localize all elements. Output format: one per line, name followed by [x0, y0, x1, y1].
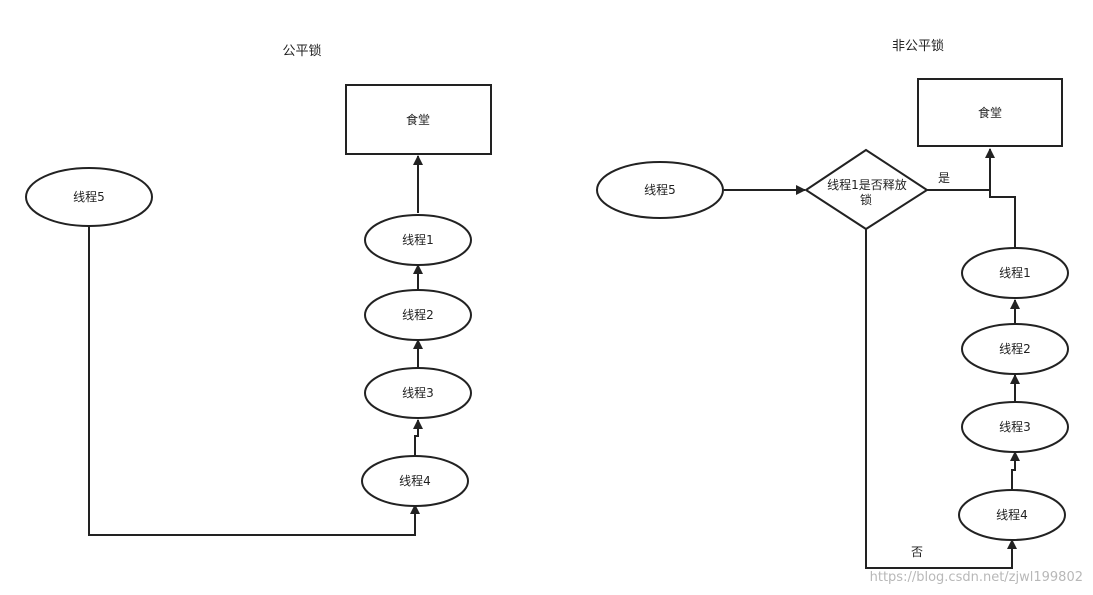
unfair-canteen-node: 食堂 [917, 78, 1063, 147]
decision-label-line1: 线程1是否释放 [827, 177, 907, 192]
fair-thread4-label: 线程4 [399, 473, 431, 488]
decision-node: 线程1是否释放 锁 [804, 148, 929, 231]
fair-lock-title: 公平锁 [282, 43, 321, 59]
unfair-thread2-label: 线程2 [999, 341, 1031, 356]
unfair-thread1-node: 线程1 [961, 247, 1069, 299]
unfair-thread5-label: 线程5 [644, 182, 676, 197]
fair-canteen-label: 食堂 [406, 112, 430, 127]
fair-thread1-label: 线程1 [402, 232, 434, 247]
unfair-thread1-label: 线程1 [999, 265, 1031, 280]
unfair-thread5-node: 线程5 [596, 161, 724, 219]
unfair-lock-diagram: 非公平锁 是 否 食堂 线程1是否释放 锁 线程1 线程2 [596, 38, 1069, 569]
unfair-thread4-node: 线程4 [958, 489, 1066, 541]
fair-thread1-node: 线程1 [364, 214, 472, 266]
unfair-thread3-node: 线程3 [961, 401, 1069, 453]
fair-canteen-node: 食堂 [345, 84, 492, 155]
yes-label: 是 [938, 171, 950, 185]
edge-thread4-to-thread3 [413, 419, 423, 456]
fair-thread2-label: 线程2 [402, 307, 434, 322]
fair-thread3-label: 线程3 [402, 385, 434, 400]
edge-thread4-to-thread3 [1010, 451, 1020, 489]
edge-decision-no-to-thread4 [865, 229, 1017, 569]
fair-thread3-node: 线程3 [364, 367, 472, 419]
no-label: 否 [911, 545, 923, 559]
fair-lock-diagram: 公平锁 食堂 线程1 线程2 线程3 线程4 线程5 [25, 43, 492, 536]
edge-thread5-to-thread4 [88, 226, 420, 536]
unfair-canteen-label: 食堂 [978, 105, 1002, 120]
unfair-thread3-label: 线程3 [999, 419, 1031, 434]
edge-thread1-to-canteen [989, 190, 1016, 247]
decision-label-line2: 锁 [860, 192, 872, 207]
unfair-thread4-label: 线程4 [996, 507, 1028, 522]
unfair-thread2-node: 线程2 [961, 323, 1069, 375]
fair-thread4-node: 线程4 [361, 455, 469, 507]
fair-thread5-label: 线程5 [73, 189, 105, 204]
fair-thread5-node: 线程5 [25, 167, 153, 227]
unfair-lock-title: 非公平锁 [892, 38, 944, 54]
fair-thread2-node: 线程2 [364, 289, 472, 341]
watermark-text: https://blog.csdn.net/zjwl199802 [870, 570, 1083, 585]
edge-decision-yes-to-canteen [926, 148, 995, 191]
